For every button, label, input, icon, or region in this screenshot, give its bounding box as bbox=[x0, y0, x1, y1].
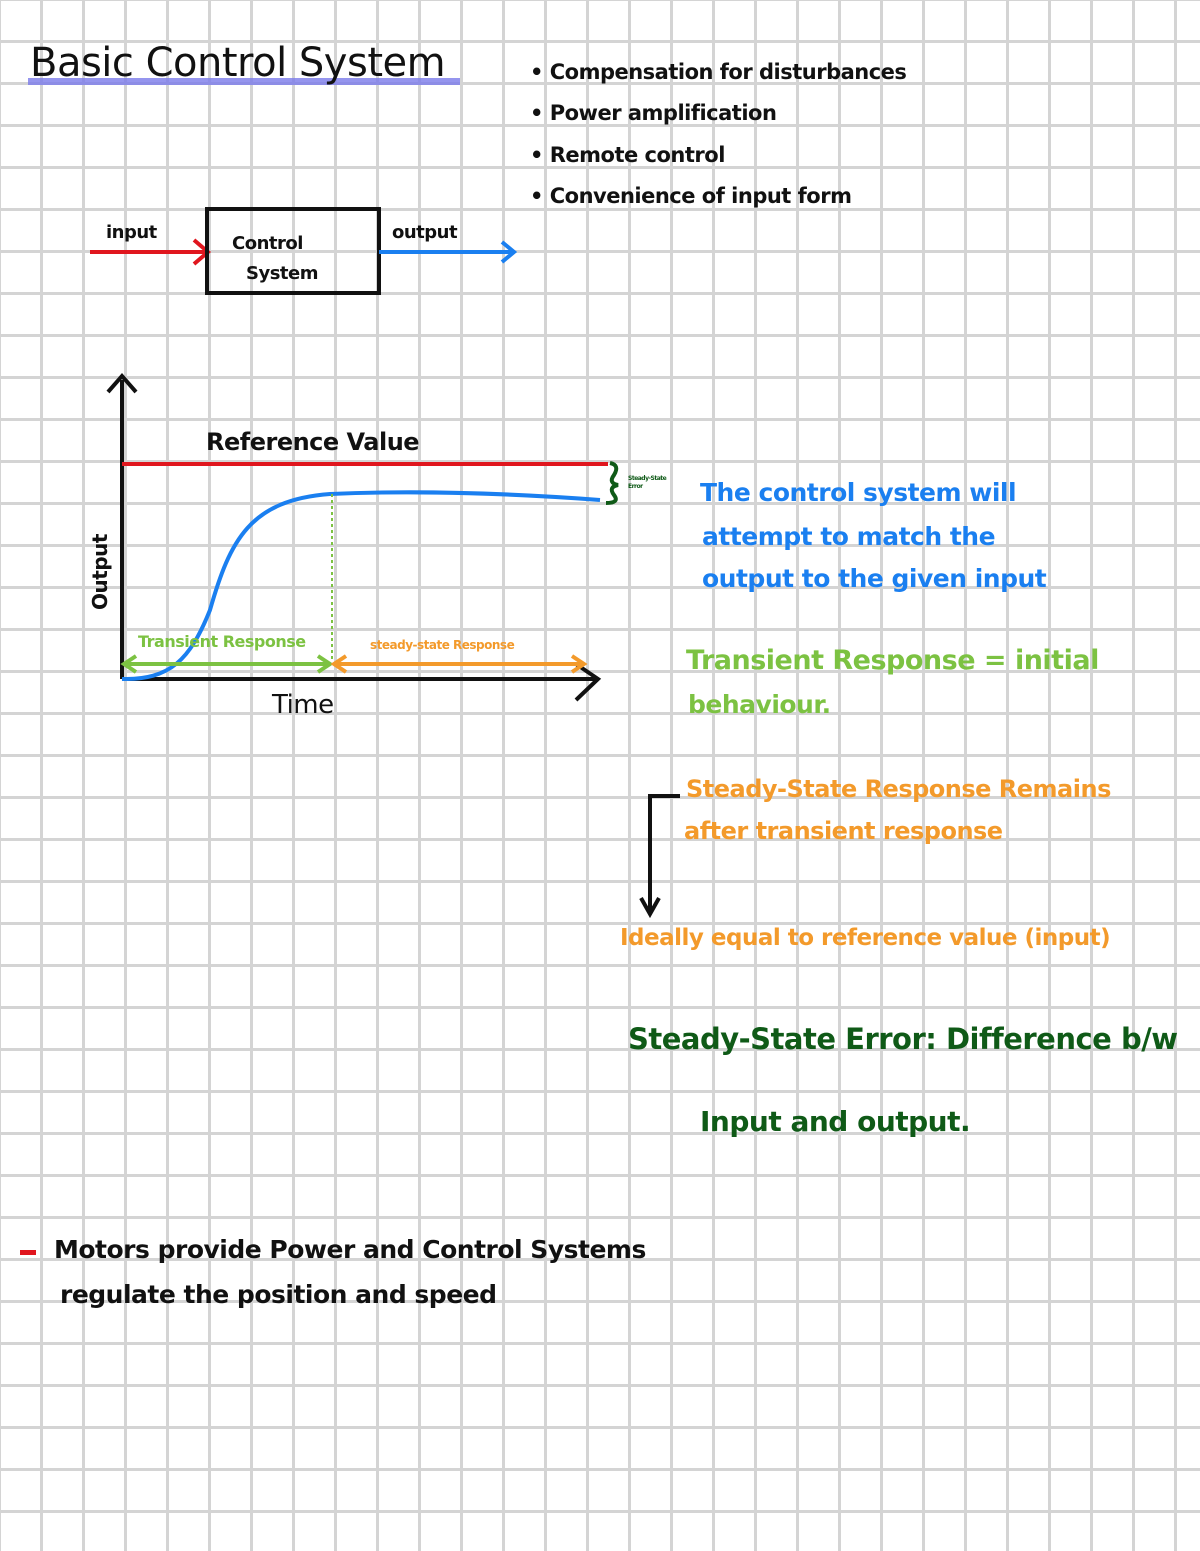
error-note-1: Steady-State Error: Difference b/w bbox=[628, 1022, 1178, 1056]
page-title: Basic Control System bbox=[30, 40, 446, 86]
x-axis-label: Time bbox=[272, 690, 334, 720]
transient-note-1: Transient Response = initial bbox=[686, 645, 1099, 676]
bullet-text: Power amplification bbox=[549, 101, 777, 125]
ideally-note: Ideally equal to reference value (input) bbox=[620, 925, 1111, 951]
bullet-text: Remote control bbox=[549, 143, 726, 167]
output-label: output bbox=[392, 222, 458, 243]
input-label: input bbox=[106, 222, 157, 243]
motors-note-1: Motors provide Power and Control Systems bbox=[54, 1235, 646, 1264]
transient-note-2: behaviour. bbox=[688, 690, 831, 719]
steady-to-ideal-arrow bbox=[648, 794, 680, 912]
steady-note-2: after transient response bbox=[684, 817, 1003, 845]
title-underline bbox=[28, 78, 460, 85]
error-brace bbox=[605, 461, 619, 505]
control-note-1: The control system will bbox=[700, 478, 1017, 507]
bullet-text: Convenience of input form bbox=[549, 184, 852, 208]
bullet-item: • Compensation for disturbances bbox=[530, 60, 907, 84]
transient-label: Transient Response bbox=[138, 632, 306, 651]
block-label-1: Control bbox=[232, 233, 303, 254]
reference-value-label: Reference Value bbox=[206, 428, 420, 456]
response-curve bbox=[121, 490, 601, 682]
bullet-item: • Power amplification bbox=[530, 101, 777, 125]
y-axis-label: Output bbox=[87, 534, 112, 610]
motors-note-2: regulate the position and speed bbox=[60, 1280, 497, 1309]
bullet-item: • Convenience of input form bbox=[530, 184, 852, 208]
error-note-2: Input and output. bbox=[700, 1105, 971, 1138]
control-note-2: attempt to match the bbox=[702, 522, 996, 551]
steady-note-1: Steady-State Response Remains bbox=[686, 775, 1111, 803]
steady-label: steady-state Response bbox=[370, 638, 515, 652]
bullet-item: • Remote control bbox=[530, 143, 725, 167]
block-label-2: System bbox=[246, 263, 318, 284]
control-note-3: output to the given input bbox=[702, 564, 1047, 593]
bullet-text: Compensation for disturbances bbox=[549, 60, 907, 84]
